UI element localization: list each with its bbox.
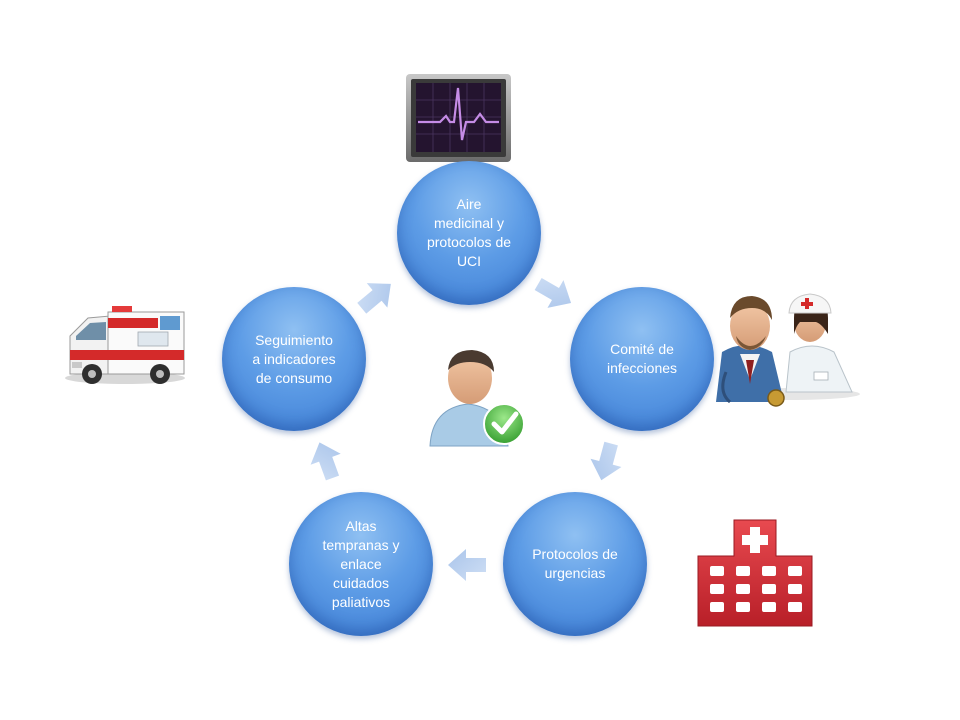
doctors-icon xyxy=(716,293,860,407)
node-protocolos-line-1: Protocolos de xyxy=(532,546,618,562)
ambulance-icon xyxy=(65,306,185,384)
arrow-seguimiento-to-aire xyxy=(357,283,391,314)
node-comite-line-2: infecciones xyxy=(606,360,678,376)
node-altas-line-2: tempranas y xyxy=(322,536,400,553)
arrow-aire-to-comite xyxy=(534,277,572,308)
node-aire-line-3: protocolos de xyxy=(426,234,512,250)
node-aire-medicinal: Aire medicinal y protocolos de UCI xyxy=(397,161,541,305)
node-altas-tempranas: Altas tempranas y enlace cuidados paliat… xyxy=(289,492,433,636)
node-aire-line-4: UCI xyxy=(456,253,482,269)
node-aire-line-2: medicinal y xyxy=(433,215,505,231)
node-seguimiento-line-2: a indicadores xyxy=(252,350,336,367)
arrow-protocolos-to-altas xyxy=(448,549,486,581)
node-comite-infecciones: Comité de infecciones xyxy=(570,287,714,431)
node-altas-line-3: enlace xyxy=(340,555,382,572)
node-protocolos-urgencias: Protocolos de urgencias xyxy=(503,492,647,636)
node-altas-line-5: paliativos xyxy=(331,593,391,610)
node-altas-line-4: cuidados xyxy=(332,574,390,591)
node-aire-line-1: Aire xyxy=(456,196,482,212)
arrow-comite-to-protocolos xyxy=(590,441,622,481)
node-protocolos-line-2: urgencias xyxy=(544,565,606,581)
node-altas-line-1: Altas xyxy=(345,517,377,534)
node-seguimiento-line-1: Seguimiento xyxy=(255,331,333,348)
heart-monitor-icon xyxy=(406,74,511,162)
hospital-icon xyxy=(697,519,813,627)
arrow-altas-to-seguimiento xyxy=(310,442,341,481)
node-comite-line-1: Comité de xyxy=(610,341,674,357)
approved-patient-icon xyxy=(429,350,525,447)
node-seguimiento-indicadores: Seguimiento a indicadores de consumo xyxy=(222,287,366,431)
node-seguimiento-line-3: de consumo xyxy=(255,369,333,386)
